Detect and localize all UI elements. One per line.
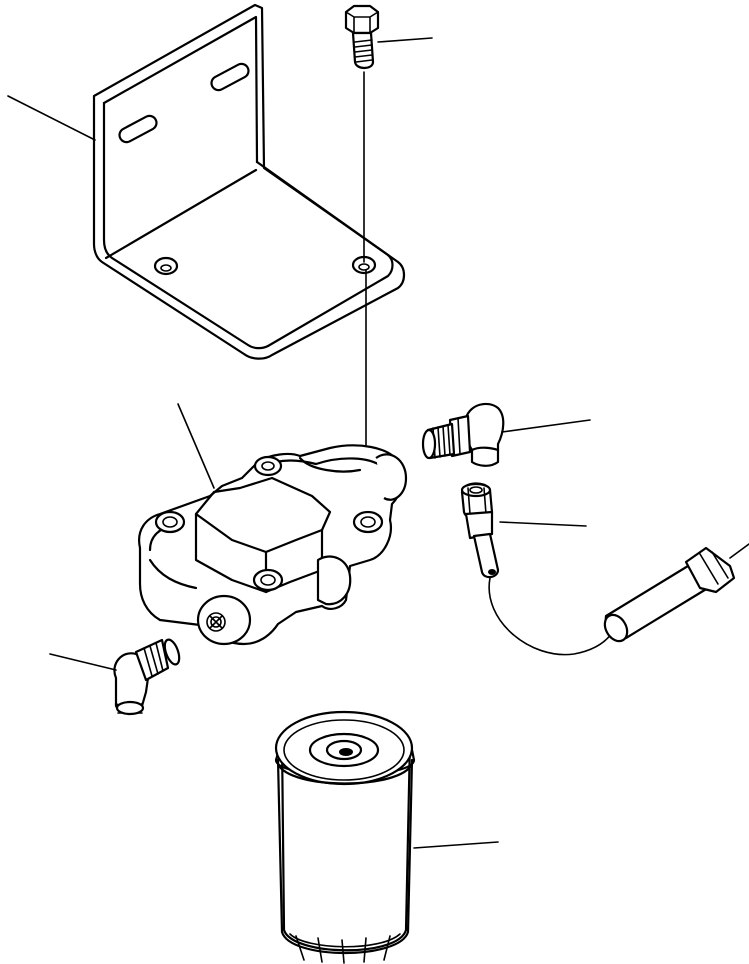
leader-line-hose bbox=[729, 543, 749, 559]
filter-cartridge-icon[interactable] bbox=[274, 710, 416, 964]
leader-line-elbow-left bbox=[49, 653, 117, 671]
l-bracket-icon[interactable] bbox=[92, 3, 406, 360]
leader-line-filter-head bbox=[177, 403, 215, 489]
elbow-fitting-icon[interactable] bbox=[113, 638, 182, 716]
leader-line-bracket bbox=[7, 95, 96, 141]
elbow-fitting-icon[interactable] bbox=[421, 402, 505, 467]
leader-line-connector bbox=[499, 521, 587, 527]
filter-head-icon[interactable] bbox=[138, 444, 408, 646]
hose-icon[interactable] bbox=[488, 546, 736, 656]
leader-line-filter-cartridge bbox=[413, 841, 499, 849]
leader-line-bolt bbox=[377, 37, 433, 43]
connector-icon[interactable] bbox=[460, 482, 500, 579]
leader-line-elbow-right bbox=[501, 419, 591, 433]
bolt-icon[interactable] bbox=[344, 4, 380, 70]
